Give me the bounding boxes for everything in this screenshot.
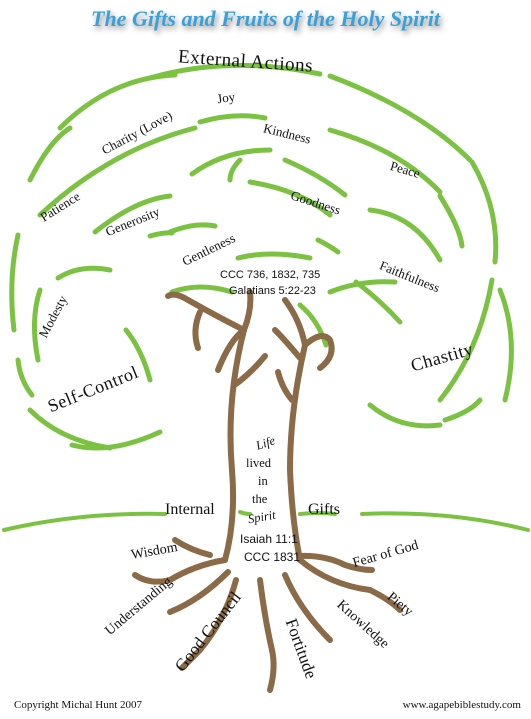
fruits-reference-ccc: CCC 736, 1832, 735 (220, 269, 321, 281)
gifts-heading: Gifts (308, 501, 340, 518)
gifts-reference-ccc: CCC 1831 (244, 550, 301, 564)
trunk-text-line2: lived (246, 456, 271, 470)
tree-trunk (222, 327, 308, 563)
trunk-text-line3: in (258, 474, 268, 488)
trunk-text-line4: the (252, 492, 268, 506)
page-title: The Gifts and Fruits of the Holy Spirit (91, 6, 440, 31)
website-text: www.agapebiblestudy.com (402, 699, 521, 711)
internal-heading: Internal (165, 501, 215, 518)
fruit-joy-label: Joy (216, 88, 237, 107)
copyright-text: Copyright Michal Hunt 2007 (14, 699, 143, 711)
tree-branches (165, 289, 335, 403)
fruits-reference-galatians: Galatians 5:22-23 (229, 285, 316, 297)
ground-lines (2, 510, 530, 532)
tree-roots (132, 537, 403, 693)
gifts-reference-isaiah: Isaiah 11:1 (240, 532, 298, 546)
canopy-leaf-strokes (9, 62, 514, 451)
